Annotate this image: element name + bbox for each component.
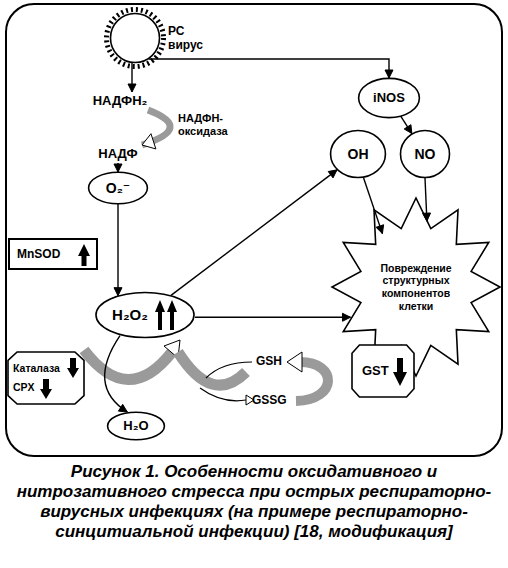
- virus-spikes: [107, 10, 164, 67]
- node-text: NO: [415, 146, 436, 163]
- connector: [364, 178, 384, 234]
- arrow-head: [128, 84, 136, 92]
- connector: [105, 336, 128, 412]
- virus-particle: РС вирус: [110, 13, 160, 63]
- reaction-arrow: [200, 388, 246, 401]
- node-text: CPX: [13, 381, 35, 394]
- node-text: Повреждение структурных компонентов клет…: [368, 262, 464, 312]
- water-oval: H₂O: [107, 412, 165, 440]
- node-text: Каталаза: [13, 362, 60, 375]
- connector-line: [117, 204, 118, 296]
- node-outline-shape: [331, 130, 386, 177]
- connector: [149, 59, 394, 78]
- molecule-label: GSH: [256, 354, 296, 368]
- peroxide-oval: H₂O₂: [95, 292, 195, 338]
- radical-oval: O₂⁻: [88, 172, 148, 204]
- connector: [114, 204, 122, 296]
- node-text: iNOS: [373, 90, 405, 106]
- connector: [401, 116, 412, 133]
- node-text: GST: [362, 363, 389, 379]
- node-outline-shape: [359, 78, 420, 117]
- reaction-arrow: [206, 362, 252, 378]
- node-text: H₂O₂: [112, 306, 148, 324]
- substrate-text: НАДФН₂: [80, 92, 160, 110]
- radical-oval: OH: [330, 130, 386, 178]
- product-text: НАДФ: [88, 145, 148, 163]
- node-text: НАДФН₂: [93, 93, 148, 109]
- arrow-head: [328, 170, 337, 178]
- connector-line: [171, 170, 337, 295]
- node-text: OH: [348, 146, 369, 163]
- arrow-head: [385, 70, 393, 78]
- connector: [128, 63, 136, 92]
- connector-line: [401, 116, 412, 133]
- connector-line: [105, 336, 128, 412]
- arrow-head: [404, 125, 412, 134]
- arrow-head: [114, 288, 122, 296]
- enzyme-oval: iNOS: [358, 78, 420, 118]
- node-outline-shape: [111, 14, 160, 63]
- node-outline-shape: [8, 352, 84, 404]
- reaction-band: [84, 350, 172, 380]
- node-text: O₂⁻: [106, 180, 131, 197]
- connector-line: [364, 178, 383, 234]
- arrow-head: [142, 134, 156, 149]
- radical-oval: NO: [400, 130, 450, 178]
- node-outline-shape: [352, 345, 414, 397]
- connector: [171, 170, 337, 295]
- node-text: НАДФ: [98, 146, 137, 162]
- outer-frame: [6, 4, 502, 456]
- node-text: РС вирус: [168, 24, 210, 53]
- node-outline-shape: [401, 130, 450, 177]
- reaction-head: [287, 352, 302, 372]
- enzyme-label: НАДФН- оксидаза: [178, 112, 250, 138]
- arrow-head: [342, 313, 350, 321]
- connector: [195, 313, 350, 321]
- connector: [114, 163, 122, 172]
- enzyme-octagon: GST: [352, 345, 414, 397]
- figure-caption: Рисунок 1. Особенности оксидативного и н…: [14, 462, 494, 542]
- connector: [142, 110, 170, 149]
- arrow-head: [114, 164, 122, 172]
- node-outline-shape: [96, 292, 194, 337]
- reaction-band: [178, 352, 246, 385]
- node-outline-shape: [89, 172, 148, 203]
- molecule-label: GSSG: [252, 393, 298, 407]
- connector-line: [149, 59, 390, 78]
- node-outline-shape: [108, 412, 165, 439]
- node-text: MnSOD: [17, 247, 60, 261]
- node-text: H₂O: [123, 418, 148, 434]
- arrow-head: [118, 404, 127, 412]
- node-outline: [110, 13, 160, 63]
- connector: [423, 178, 431, 221]
- connector-line: [195, 317, 350, 318]
